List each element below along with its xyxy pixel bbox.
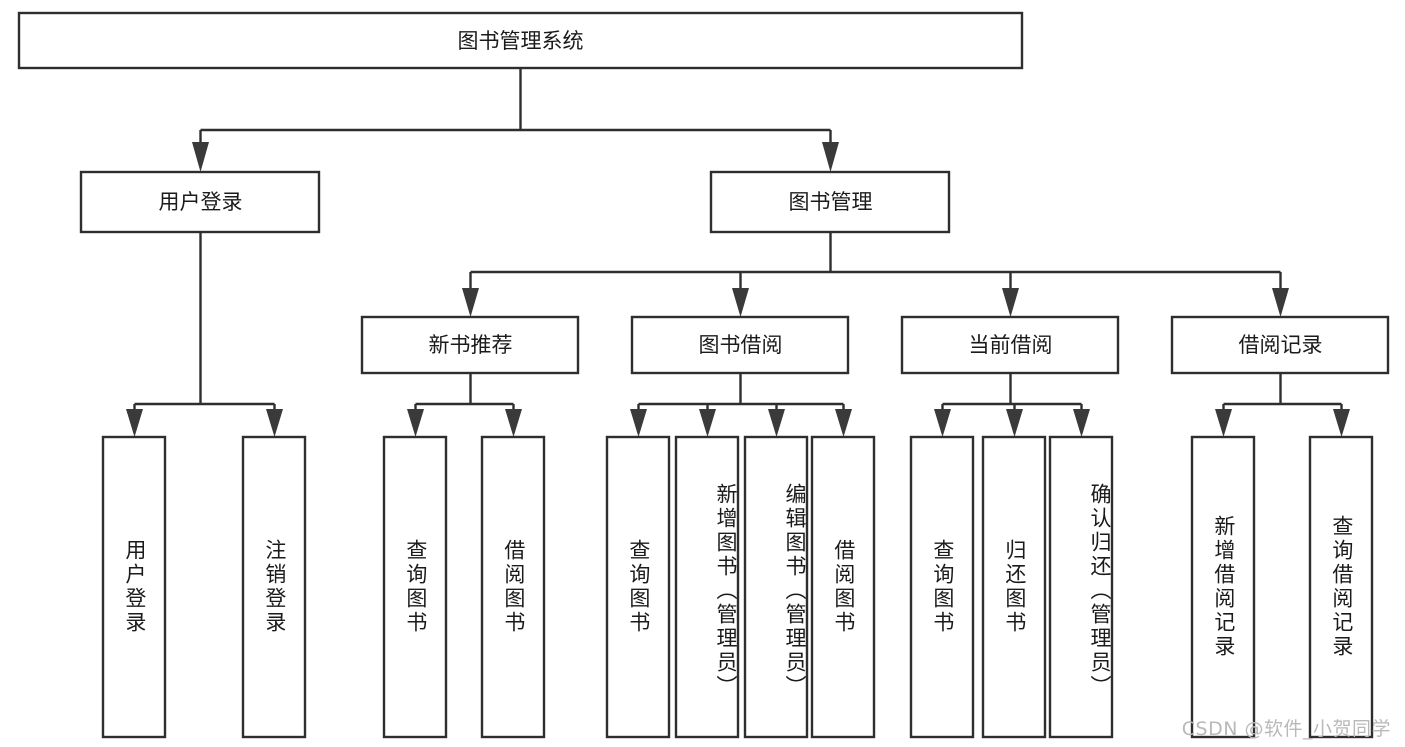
- arrow-head-current-borrow: [1002, 288, 1019, 317]
- arrow-head-leaf-confirm-return: [1073, 409, 1090, 437]
- node-new-book-recommend[interactable]: [360, 315, 580, 375]
- node-book-borrow-label: 图书借阅: [699, 333, 783, 357]
- node-root[interactable]: [17, 11, 1024, 70]
- connector-group-borrow-record: [1215, 373, 1350, 437]
- arrow-head-book-management: [822, 142, 839, 172]
- connector-group-root: [192, 68, 839, 172]
- arrow-head-leaf-user-login: [126, 409, 143, 437]
- arrow-head-leaf-borrow-book-1: [505, 409, 522, 437]
- connector-group-new-book-recommend: [407, 373, 522, 437]
- connector-group-book-management: [462, 232, 1289, 317]
- arrow-head-leaf-add-record: [1215, 409, 1232, 437]
- arrow-head-book-borrow: [732, 288, 749, 317]
- node-leaf-query-book-3[interactable]: [909, 435, 975, 739]
- node-book-management[interactable]: [709, 170, 951, 234]
- connector-group-book-borrow: [630, 373, 852, 437]
- node-leaf-edit-book[interactable]: [743, 435, 809, 739]
- node-user-login[interactable]: [79, 170, 321, 234]
- node-group-root: 图书管理系统: [17, 11, 1024, 70]
- arrow-head-borrow-record: [1272, 288, 1289, 317]
- node-group-level2: 用户登录 图书管理: [79, 170, 951, 234]
- node-current-borrow[interactable]: [900, 315, 1120, 375]
- node-leaf-logout[interactable]: [241, 435, 307, 739]
- node-leaf-return-book[interactable]: [981, 435, 1047, 739]
- node-leaf-add-record[interactable]: [1190, 435, 1256, 739]
- node-leaf-add-book[interactable]: [674, 435, 740, 739]
- node-leaf-borrow-book-2[interactable]: [810, 435, 876, 739]
- node-current-borrow-label: 当前借阅: [969, 333, 1053, 357]
- node-book-borrow[interactable]: [630, 315, 850, 375]
- arrow-head-user-login: [192, 142, 209, 172]
- node-borrow-record[interactable]: [1170, 315, 1390, 375]
- node-leaf-query-book-2[interactable]: [605, 435, 671, 739]
- arrow-head-new-book-recommend: [462, 288, 479, 317]
- node-leaf-query-record[interactable]: [1308, 435, 1374, 739]
- arrow-head-leaf-logout: [266, 409, 283, 437]
- arrow-head-leaf-query-book-3: [934, 409, 951, 437]
- watermark-text: CSDN @软件_小贺同学: [1181, 718, 1391, 740]
- arrow-head-leaf-query-record: [1333, 409, 1350, 437]
- node-user-login-label: 用户登录: [159, 190, 243, 214]
- arrow-head-leaf-edit-book: [768, 409, 785, 437]
- arrow-head-leaf-query-book-1: [407, 409, 424, 437]
- node-group-leaves: [101, 435, 1374, 739]
- node-leaf-user-login[interactable]: [101, 435, 167, 739]
- arrow-head-leaf-return-book: [1006, 409, 1023, 437]
- node-leaf-query-book-1[interactable]: [382, 435, 448, 739]
- arrow-head-leaf-borrow-book-2: [835, 409, 852, 437]
- node-new-book-recommend-label: 新书推荐: [429, 333, 513, 357]
- node-group-level3: 新书推荐 图书借阅 当前借阅 借阅记录: [360, 315, 1390, 375]
- arrow-head-leaf-query-book-2: [630, 409, 647, 437]
- arrow-head-leaf-add-book: [699, 409, 716, 437]
- connector-group-user-login: [126, 232, 283, 437]
- node-leaf-confirm-return[interactable]: [1048, 435, 1114, 739]
- node-leaf-borrow-book-1[interactable]: [480, 435, 546, 739]
- node-book-management-label: 图书管理: [789, 190, 873, 214]
- node-root-label: 图书管理系统: [458, 29, 584, 53]
- connector-group-current-borrow: [934, 373, 1090, 437]
- node-borrow-record-label: 借阅记录: [1239, 333, 1323, 357]
